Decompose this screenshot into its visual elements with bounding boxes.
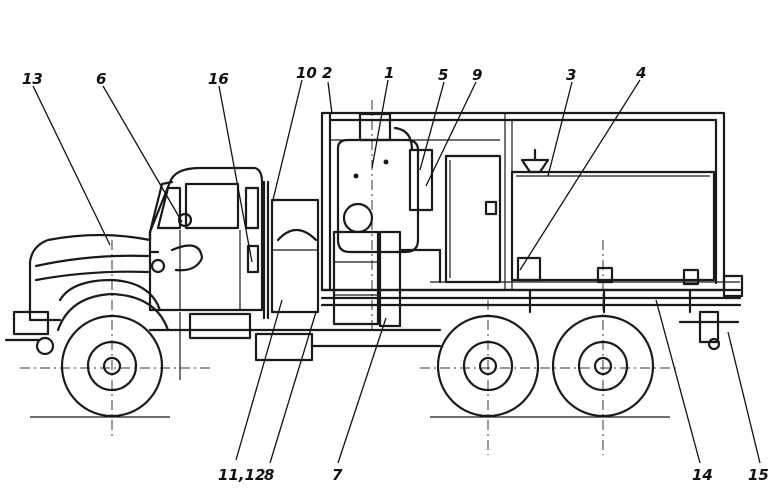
callout-11-12: 11,12 (218, 466, 265, 484)
callout-10: 10 (296, 64, 317, 82)
callout-2: 2 (322, 64, 332, 82)
callout-1: 1 (384, 64, 394, 82)
van-body (320, 111, 744, 314)
leader-lines (32, 79, 761, 464)
callout-15: 15 (748, 466, 769, 484)
callout-5: 5 (438, 66, 448, 84)
rear-wheel-2 (551, 314, 655, 418)
front-wheel (56, 292, 170, 418)
cab (148, 166, 264, 312)
callout-6: 6 (96, 70, 106, 88)
callout-8: 8 (264, 466, 274, 484)
chassis (148, 310, 740, 380)
rear-wheel-1 (436, 314, 540, 418)
tank-1 (336, 112, 434, 254)
callout-9: 9 (472, 66, 482, 84)
callout-14: 14 (692, 466, 713, 484)
pump-unit (332, 202, 442, 328)
hood (4, 230, 166, 356)
callout-7: 7 (332, 466, 343, 484)
callout-16: 16 (208, 70, 229, 88)
engine-module (262, 180, 320, 320)
callout-4: 4 (635, 64, 646, 82)
callout-13: 13 (22, 70, 43, 88)
callout-3: 3 (566, 66, 576, 84)
